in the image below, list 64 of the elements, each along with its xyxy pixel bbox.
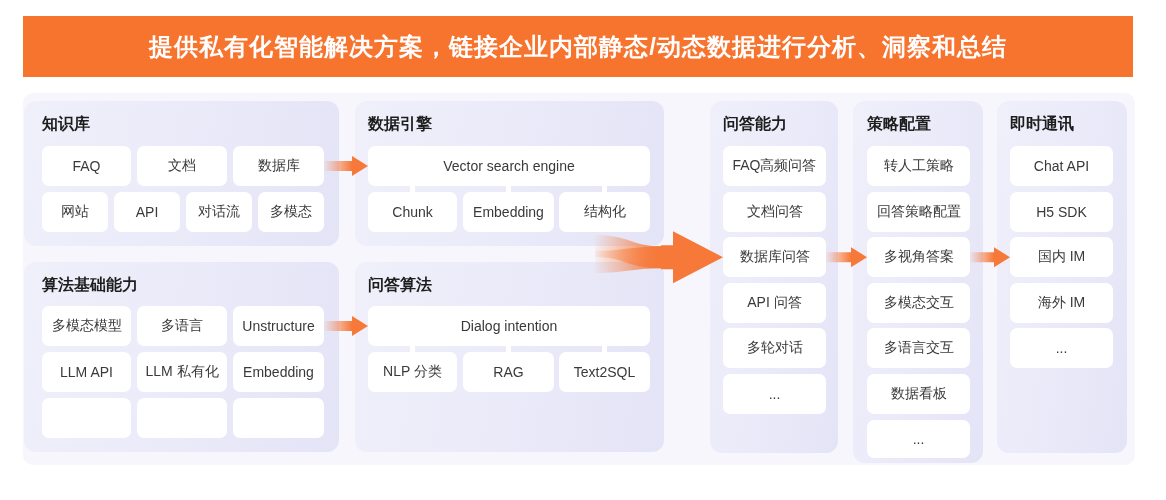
category-panel <box>24 262 339 452</box>
flow-arrow <box>324 316 368 336</box>
panel-title: 问答算法 <box>368 275 432 295</box>
feature-tile: ... <box>867 419 970 458</box>
feature-tile: 多模态 <box>258 192 324 232</box>
panel-title: 问答能力 <box>723 114 787 134</box>
flow-branch <box>594 246 662 273</box>
feature-tile: H5 SDK <box>1010 191 1113 232</box>
panel-title: 即时通讯 <box>1010 114 1074 134</box>
connector-line <box>602 346 607 352</box>
feature-tile: FAQ高频问答 <box>723 146 826 186</box>
category-panel <box>24 101 339 246</box>
feature-tile: Embedding <box>233 352 324 392</box>
panel-title: 数据引擎 <box>368 114 432 134</box>
flow-arrow <box>826 247 867 268</box>
connector-line <box>602 186 607 192</box>
feature-tile: 回答策略配置 <box>867 191 970 232</box>
category-panel <box>355 262 664 452</box>
panel-title: 算法基础能力 <box>42 275 138 295</box>
category-panel <box>853 101 983 463</box>
feature-tile: 对话流 <box>186 192 252 232</box>
feature-tile: 网站 <box>42 192 108 232</box>
feature-tile: 海外 IM <box>1010 282 1113 323</box>
flow-arrow <box>970 247 1010 268</box>
feature-tile: LLM API <box>42 352 131 392</box>
feature-tile: 多视角答案 <box>867 237 970 278</box>
category-panel <box>710 101 838 453</box>
feature-tile: 文档问答 <box>723 191 826 232</box>
flow-arrow <box>661 231 723 284</box>
feature-tile: Unstructure <box>233 306 324 346</box>
panel-title: 知识库 <box>42 114 90 134</box>
feature-tile: 文档 <box>137 146 227 186</box>
feature-tile: ... <box>1010 328 1113 369</box>
blank-tile <box>137 398 227 438</box>
feature-tile: Text2SQL <box>559 352 650 392</box>
feature-tile: NLP 分类 <box>368 352 457 392</box>
feature-tile: API <box>114 192 180 232</box>
category-panel <box>997 101 1127 453</box>
feature-tile: 多语言 <box>137 306 227 346</box>
feature-tile: 多轮对话 <box>723 328 826 369</box>
feature-tile: 数据库 <box>233 146 324 186</box>
feature-tile: ... <box>723 374 826 414</box>
feature-tile: 多模态模型 <box>42 306 131 346</box>
feature-tile: Dialog intention <box>368 306 650 346</box>
feature-tile: 转人工策略 <box>867 146 970 186</box>
feature-tile: 国内 IM <box>1010 237 1113 278</box>
feature-tile: RAG <box>463 352 554 392</box>
feature-tile: Vector search engine <box>368 146 650 186</box>
feature-tile: 多模态交互 <box>867 282 970 323</box>
feature-tile: Chunk <box>368 192 457 232</box>
feature-tile: LLM 私有化 <box>137 352 227 392</box>
feature-tile: 数据库问答 <box>723 237 826 278</box>
title-banner: 提供私有化智能解决方案，链接企业内部静态/动态数据进行分析、洞察和总结 <box>23 16 1133 77</box>
feature-tile: 数据看板 <box>867 374 970 414</box>
blank-tile <box>233 398 324 438</box>
feature-tile: 多语言交互 <box>867 328 970 369</box>
flow-arrow <box>324 156 368 176</box>
feature-tile: 结构化 <box>559 192 650 232</box>
feature-tile: FAQ <box>42 146 131 186</box>
category-panel <box>355 101 664 246</box>
feature-tile: API 问答 <box>723 282 826 323</box>
feature-tile: Embedding <box>463 192 554 232</box>
feature-tile: Chat API <box>1010 146 1113 186</box>
panel-title: 策略配置 <box>867 114 931 134</box>
